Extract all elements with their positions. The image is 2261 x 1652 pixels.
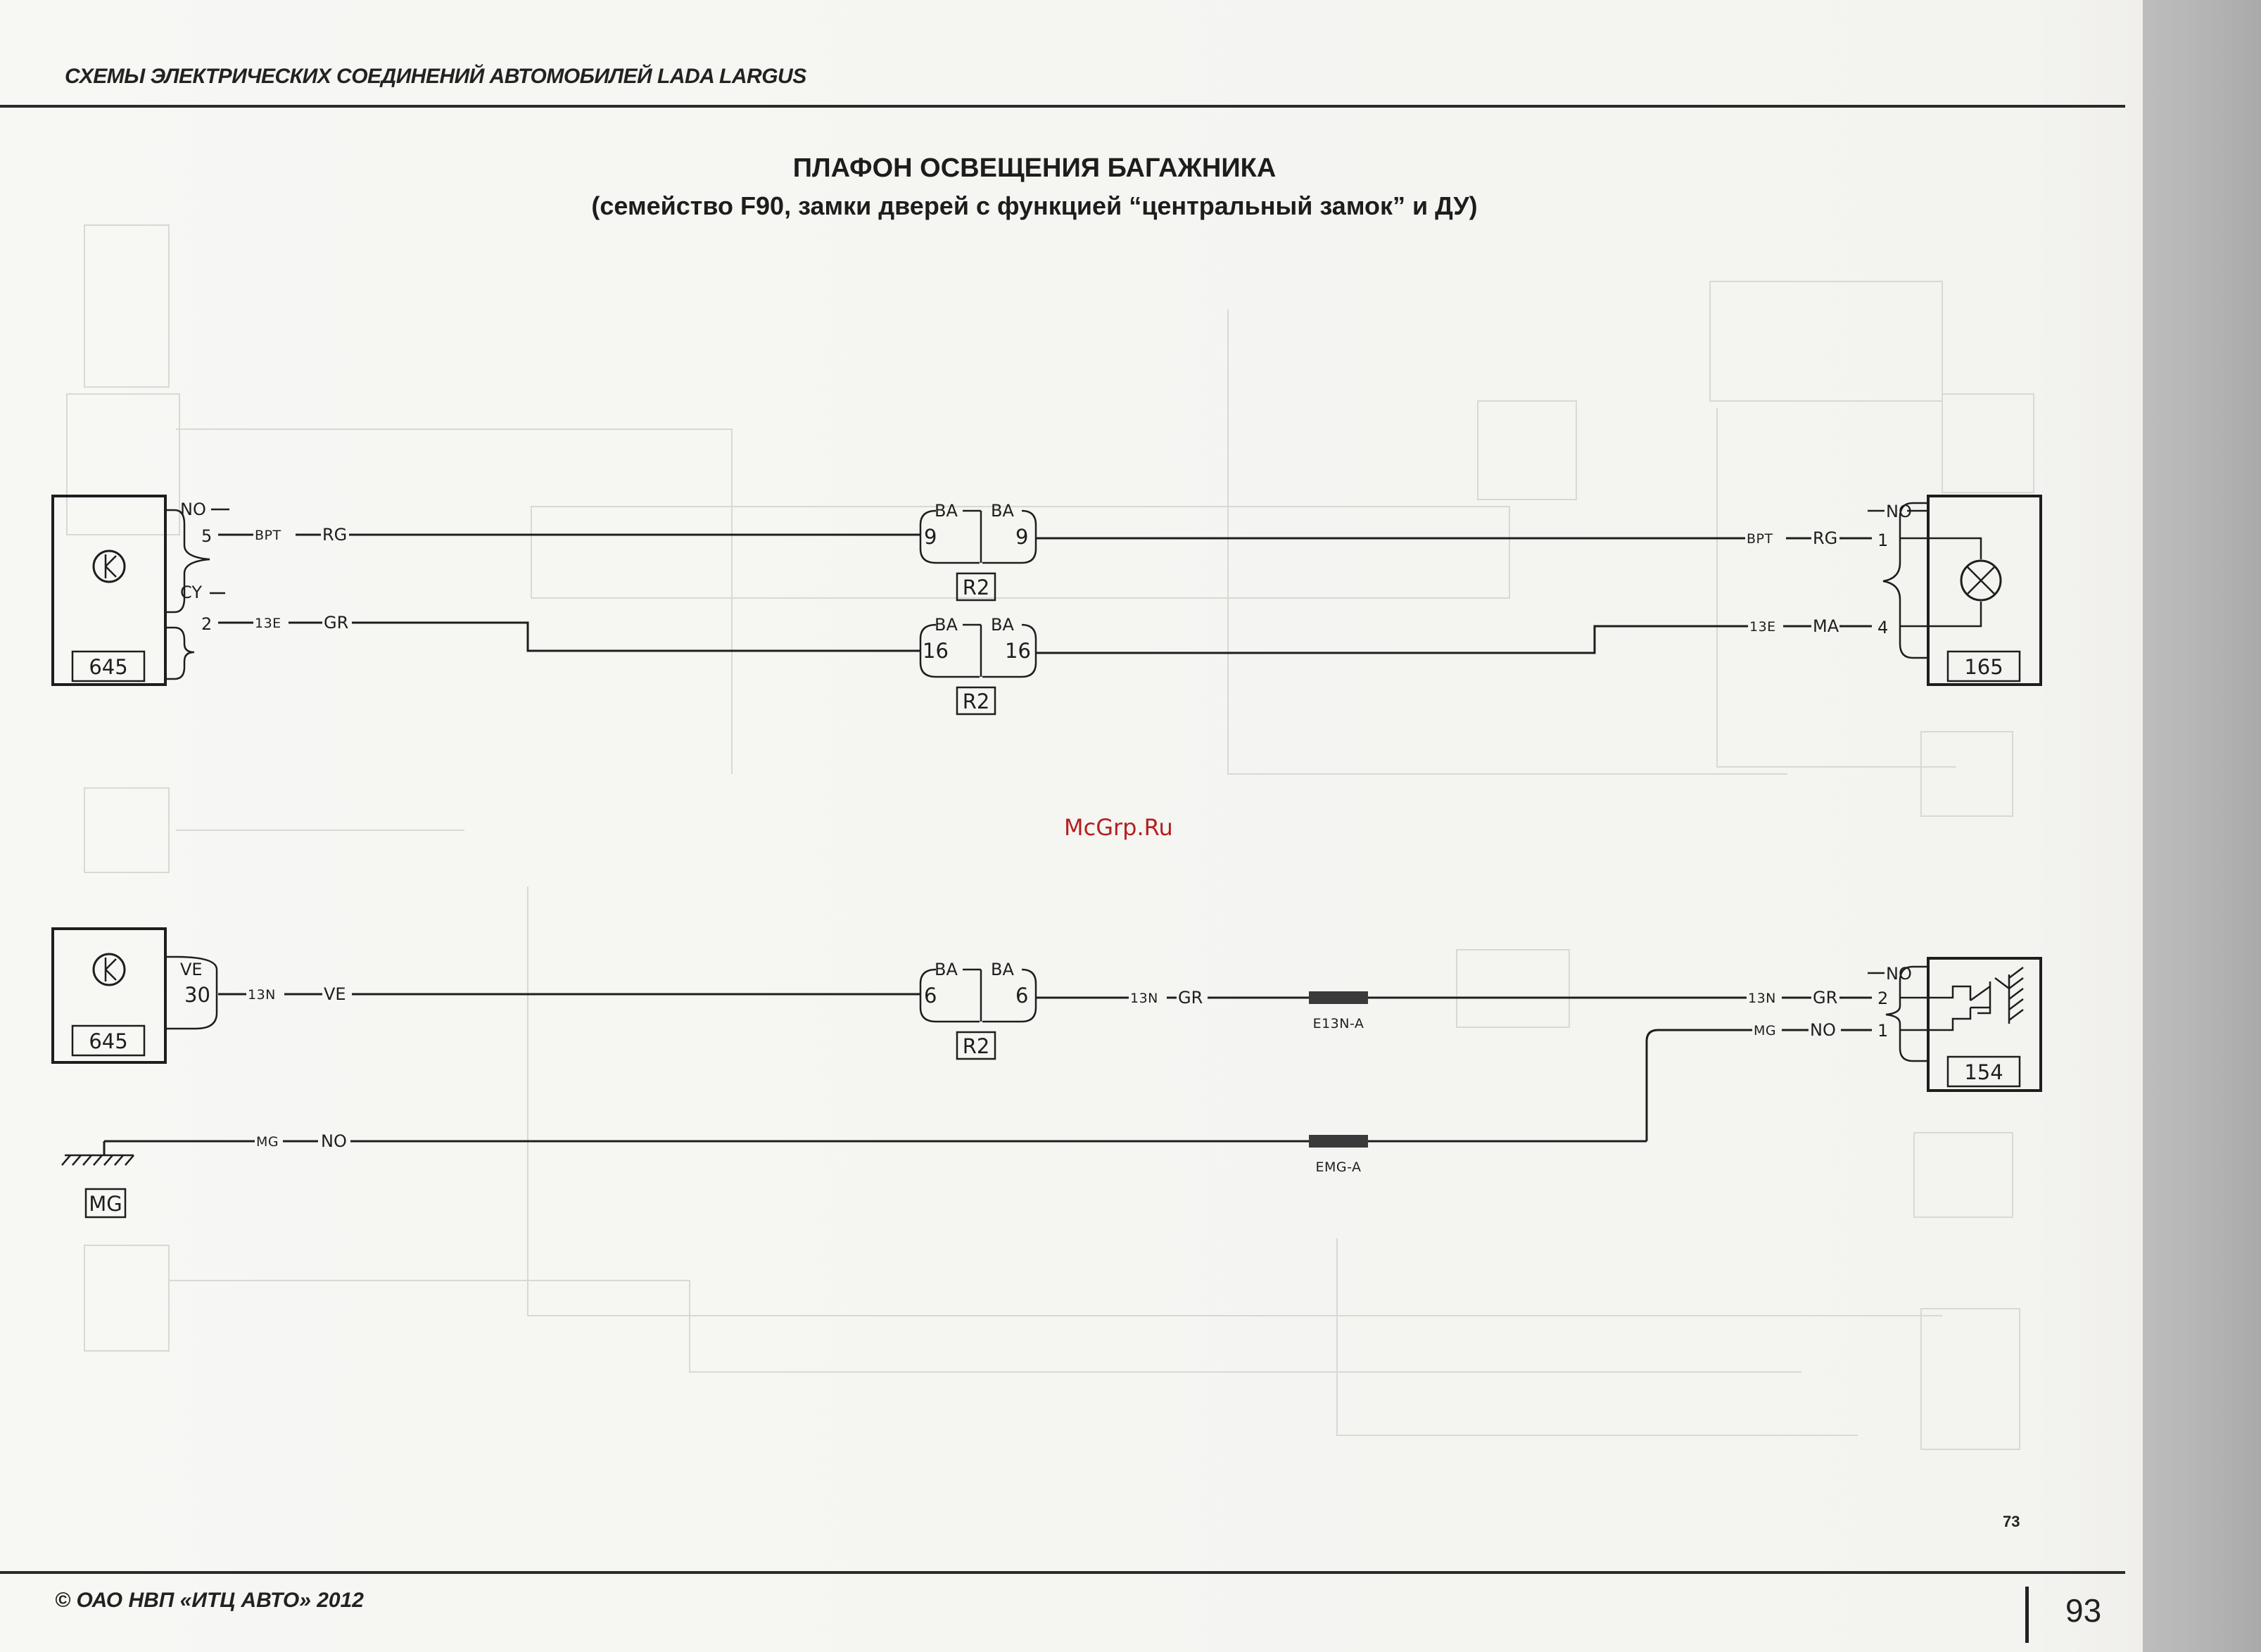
splice-e13n bbox=[1309, 991, 1368, 1004]
svg-text:16: 16 bbox=[1005, 639, 1031, 663]
reverse-side-show-through bbox=[66, 224, 2034, 1450]
door-switch-icon bbox=[1900, 967, 2024, 1031]
footer-rule bbox=[0, 1571, 2125, 1574]
svg-text:1: 1 bbox=[1877, 1021, 1888, 1041]
svg-text:BA: BA bbox=[991, 615, 1014, 635]
component-label-165: 165 bbox=[1964, 655, 2003, 679]
lamp-icon bbox=[1960, 559, 2002, 602]
component-154: 154 bbox=[1900, 957, 2042, 1092]
diagram-title: ПЛАФОН ОСВЕЩЕНИЯ БАГАЖНИКА bbox=[792, 153, 1277, 183]
svg-text:MG: MG bbox=[1754, 1023, 1776, 1038]
splice-label-e13n: E13N-A bbox=[1313, 1016, 1364, 1031]
component-645-top: 645 bbox=[51, 495, 167, 686]
svg-text:GR: GR bbox=[1178, 988, 1203, 1008]
wire-bpt-rg: BPT RG bbox=[218, 525, 920, 545]
wire-color-no: NO bbox=[321, 1131, 347, 1151]
wire-13e-ma-right: 13E MA bbox=[1036, 616, 1872, 654]
connector-r2-pin9: BA BA 9 9 R2 bbox=[919, 501, 1037, 602]
book-title: СХЕМЫ ЭЛЕКТРИЧЕСКИХ СОЕДИНЕНИЙ АВТОМОБИЛ… bbox=[65, 65, 806, 88]
svg-text:16: 16 bbox=[923, 639, 949, 663]
page-number: 93 bbox=[2065, 1592, 2102, 1629]
svg-text:BA: BA bbox=[991, 501, 1014, 521]
pin-30: 30 bbox=[184, 983, 210, 1007]
svg-text:1: 1 bbox=[1877, 530, 1888, 550]
wire-mg-no-to-154: MG NO bbox=[1645, 1020, 1872, 1141]
ground-mg: MG MG NO EMG-A bbox=[61, 1131, 1647, 1219]
footer-copyright: © ОАО НВП «ИТЦ АВТО» 2012 bbox=[55, 1589, 364, 1612]
connector-r2-pin16: BA BA 16 16 R2 bbox=[919, 615, 1037, 716]
wire-13n-ve: 13N VE bbox=[218, 984, 920, 1004]
splice-emg bbox=[1309, 1135, 1368, 1148]
connector-645-bottom: VE 30 bbox=[165, 955, 218, 1030]
watermark: McGrp.Ru bbox=[1064, 814, 1173, 841]
svg-text:RG: RG bbox=[1813, 528, 1837, 548]
svg-text:13N: 13N bbox=[1748, 991, 1776, 1006]
wire-code-13n: 13N bbox=[248, 987, 276, 1003]
component-165: 165 bbox=[1900, 495, 2042, 686]
component-645-bottom: 645 bbox=[51, 927, 167, 1064]
wire-13e-gr: 13E GR bbox=[218, 613, 920, 652]
svg-text:6: 6 bbox=[924, 984, 937, 1008]
wire-color-rg: RG bbox=[322, 525, 347, 545]
wire-color-ma: MA bbox=[1813, 616, 1839, 636]
header-rule bbox=[0, 105, 2125, 108]
pin-5: 5 bbox=[201, 526, 212, 546]
connector-label-r2: R2 bbox=[963, 576, 990, 599]
svg-text:BA: BA bbox=[935, 615, 958, 635]
ground-label-mg: MG bbox=[89, 1192, 122, 1216]
wire-code-mg: MG bbox=[256, 1134, 279, 1150]
svg-text:R2: R2 bbox=[963, 690, 990, 713]
wire-13n-gr: 13N GR E13N-A 13N GR bbox=[1036, 988, 1872, 1031]
connector-165: NO 1 4 bbox=[1868, 502, 1929, 659]
splice-label-emg: EMG-A bbox=[1315, 1159, 1361, 1175]
connector-645-top: NO 5 CY 2 bbox=[165, 500, 229, 680]
wire-code-13e: 13E bbox=[255, 616, 281, 631]
page-edge-shadow bbox=[2143, 0, 2261, 1652]
svg-text:6: 6 bbox=[1015, 984, 1028, 1008]
svg-text:GR: GR bbox=[1813, 988, 1837, 1008]
page-number-divider bbox=[2025, 1587, 2029, 1643]
pin-label-ve: VE bbox=[180, 960, 203, 979]
wire-color-gr: GR bbox=[324, 613, 348, 633]
svg-text:2: 2 bbox=[1877, 989, 1888, 1008]
pin-label-cy: CY bbox=[180, 583, 202, 602]
component-label-645-bottom: 645 bbox=[89, 1029, 127, 1053]
svg-text:NO: NO bbox=[1810, 1020, 1836, 1040]
wire-color-ve: VE bbox=[324, 984, 346, 1004]
svg-text:BPT: BPT bbox=[1747, 531, 1773, 547]
diagram-subtitle: (семейство F90, замки дверей с функцией … bbox=[591, 191, 1478, 220]
component-label-154: 154 bbox=[1964, 1060, 2003, 1084]
svg-text:BA: BA bbox=[991, 960, 1014, 979]
svg-text:BA: BA bbox=[935, 501, 958, 521]
connector-r2-pin6: BA BA 6 6 R2 bbox=[919, 960, 1037, 1060]
svg-text:BA: BA bbox=[935, 960, 958, 979]
svg-text:13E: 13E bbox=[1749, 619, 1776, 635]
component-label-645: 645 bbox=[89, 655, 127, 679]
svg-text:R2: R2 bbox=[963, 1034, 990, 1058]
svg-text:9: 9 bbox=[924, 525, 937, 549]
wire-bpt-rg-right: BPT RG bbox=[1036, 528, 1872, 548]
svg-text:13N: 13N bbox=[1130, 991, 1158, 1006]
pin-2: 2 bbox=[201, 614, 212, 634]
svg-text:9: 9 bbox=[1015, 525, 1028, 549]
connector-154: NO 2 1 bbox=[1868, 964, 1928, 1062]
svg-text:4: 4 bbox=[1877, 618, 1888, 637]
wire-code-bpt: BPT bbox=[255, 528, 281, 543]
diagram-number: 73 bbox=[2003, 1513, 2020, 1530]
pin-label-no: NO bbox=[180, 500, 206, 519]
